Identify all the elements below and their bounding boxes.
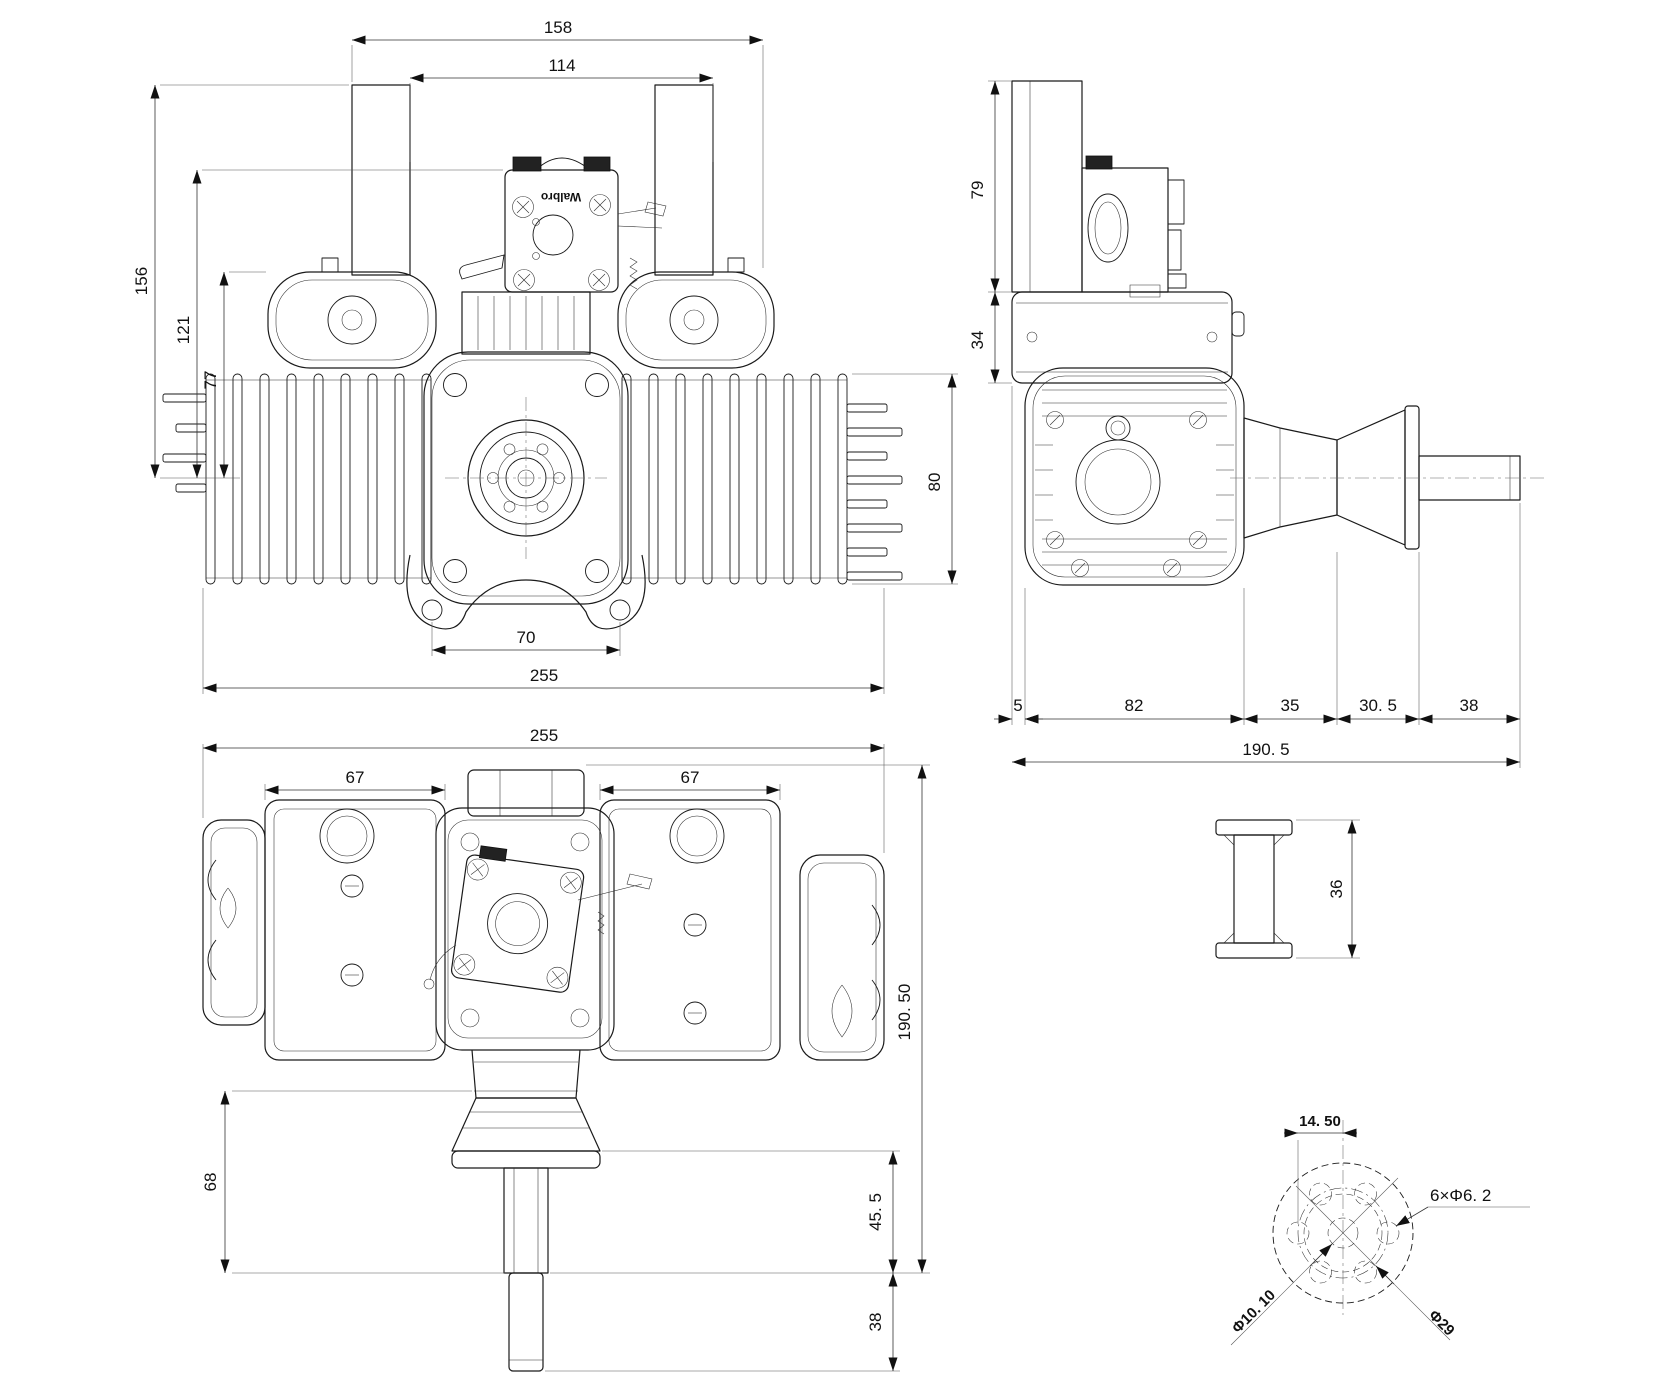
side-muffler [1011,291,1245,384]
prop-stem [503,1167,549,1274]
top-left-cylinder [264,799,446,1061]
top-linkage [577,873,653,901]
hub-outer-circle [1272,1162,1414,1304]
intake-manifold [461,291,591,355]
spool-view: 36 [1215,819,1360,959]
dim-top-shaft: 38 [866,1313,885,1332]
crank-centerline [445,397,607,559]
dim-hub-center-bore: Φ10. 10 [1229,1287,1279,1337]
hub-view: 14. 50 6×Φ6. 2 Φ10. 10 Φ29 [1229,1113,1530,1346]
dim-front-height-coil: 77 [201,371,220,390]
dim-front-width-total: 255 [530,666,558,685]
prop-bell [451,1097,601,1152]
top-right-muffler [799,854,885,1061]
top-carburetor [450,845,585,993]
dim-front-height-carb: 121 [174,316,193,344]
prop-drive-side [1230,405,1545,550]
dim-top-depth-total: 190. 50 [895,984,914,1041]
dim-top-width-total: 255 [530,726,558,745]
hub-center-bore [1327,1217,1359,1249]
throttle-spring [629,257,638,290]
carb-brand-label: Walbro [541,190,581,204]
dim-spool-height: 36 [1327,880,1346,899]
side-view: 79 34 5 82 35 30. 5 38 190. 5 [968,80,1545,768]
choke-lever [429,944,457,981]
dim-side-muffler-height: 34 [968,331,987,350]
dim-hub-bolt-radius: 14. 50 [1299,1113,1341,1130]
dim-hub-bolt-circle: Φ29 [1425,1307,1458,1340]
top-center-assembly [423,769,653,1372]
dim-front-cylinder-height: 80 [925,473,944,492]
fuel-nipple [459,254,505,280]
dim-top-bell: 45. 5 [866,1193,885,1231]
dim-side-head-width: 82 [1125,696,1144,715]
side-carburetor [1081,155,1187,298]
top-view: 255 67 67 68 45. 5 38 190. 50 [201,726,930,1372]
dim-front-width-outer: 158 [544,18,572,37]
dim-side-hub: 30. 5 [1359,696,1397,715]
prop-shaft-top [508,1272,544,1372]
dim-front-height-overall: 156 [132,267,151,295]
mount-bracket [406,554,646,630]
top-view-dimensions: 255 67 67 68 45. 5 38 190. 50 [201,726,930,1372]
mounting-plate [406,351,646,630]
hub-bolt-circle [1297,1187,1389,1279]
left-mount-post [351,84,411,276]
top-left-muffler [202,819,266,1026]
dim-side-shaft: 38 [1460,696,1479,715]
dim-hub-bolt-holes: 6×Φ6. 2 [1430,1186,1491,1205]
cylinder-head-side [1024,367,1245,586]
dim-side-post-height: 79 [968,181,987,200]
dim-top-rear-depth: 68 [201,1173,220,1192]
dim-side-length-total: 190. 5 [1242,740,1289,759]
dim-side-offset: 5 [1013,696,1022,715]
carburetor: Walbro [459,156,667,293]
dim-side-bracket: 35 [1281,696,1300,715]
left-cylinder [162,373,432,585]
dim-top-cylinder-left: 67 [346,768,365,787]
top-right-cylinder [599,799,781,1061]
front-view: Walbro [132,18,958,694]
throttle-linkage [617,201,667,229]
ignition-coil-right [617,257,775,369]
dim-top-cylinder-right: 67 [681,768,700,787]
side-view-dimensions: 79 34 5 82 35 30. 5 38 190. 5 [968,80,1521,768]
ignition-coil-left [267,257,437,369]
right-mount-post [654,84,714,276]
front-view-dimensions: 158 114 156 121 77 80 70 255 [132,18,958,694]
dim-front-mount-hole-spacing: 70 [517,628,536,647]
dim-front-width-inner: 114 [548,56,575,75]
right-cylinder [621,373,903,585]
side-mount-post [1011,80,1083,293]
